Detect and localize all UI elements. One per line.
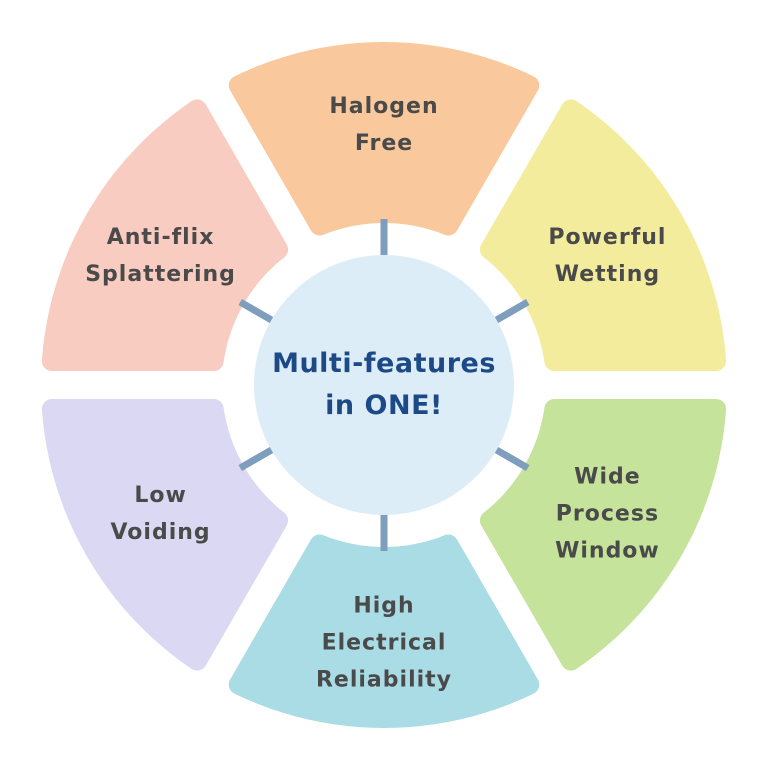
connector-wide-process-window: [493, 445, 530, 472]
segment-anti-flix-splattering: [41, 99, 289, 371]
center-circle: [254, 255, 514, 515]
segment-high-electrical-reliability: [228, 534, 540, 728]
segment-wide-process-window: [479, 399, 727, 671]
connector-low-voiding: [238, 445, 275, 472]
connector-powerful-wetting: [493, 298, 530, 325]
connector-anti-flix-splattering: [238, 298, 275, 325]
segment-low-voiding: [41, 399, 289, 671]
segment-halogen-free: [228, 42, 540, 236]
segment-powerful-wetting: [479, 99, 727, 371]
